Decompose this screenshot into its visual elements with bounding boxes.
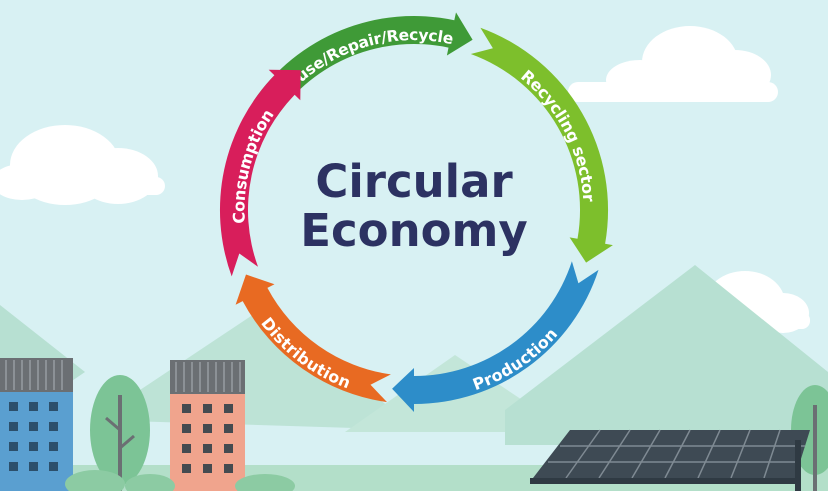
segment-consumption-arrow: [219, 69, 301, 277]
segment-distribution-arrow: [235, 274, 391, 403]
building-left: [0, 358, 73, 491]
segment-recycling-sector-arrow: [470, 27, 613, 263]
segment-reuse-repair-recycle-arrow: [253, 12, 473, 118]
building-right: [170, 360, 245, 491]
center-title-line-2: Economy: [300, 204, 528, 257]
cloud-top-right: [568, 26, 778, 102]
cloud-left: [0, 125, 165, 205]
tree-left: [90, 375, 150, 491]
segment-production-arrow: [392, 261, 599, 412]
center-title-line-1: Circular: [315, 155, 513, 208]
bushes: [65, 470, 295, 491]
solar-panel: [530, 429, 810, 491]
